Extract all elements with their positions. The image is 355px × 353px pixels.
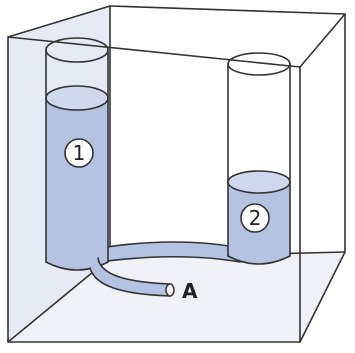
outlet-a-label: A [182,279,198,303]
outlet-tube-end [166,284,174,296]
cylinder-1-water [46,98,108,270]
cylinder-2-rim [228,53,290,75]
cylinder-2: 2 [228,53,290,264]
cylinder-2-label: 2 [249,206,262,230]
cylinder-1-label: 1 [73,141,86,165]
